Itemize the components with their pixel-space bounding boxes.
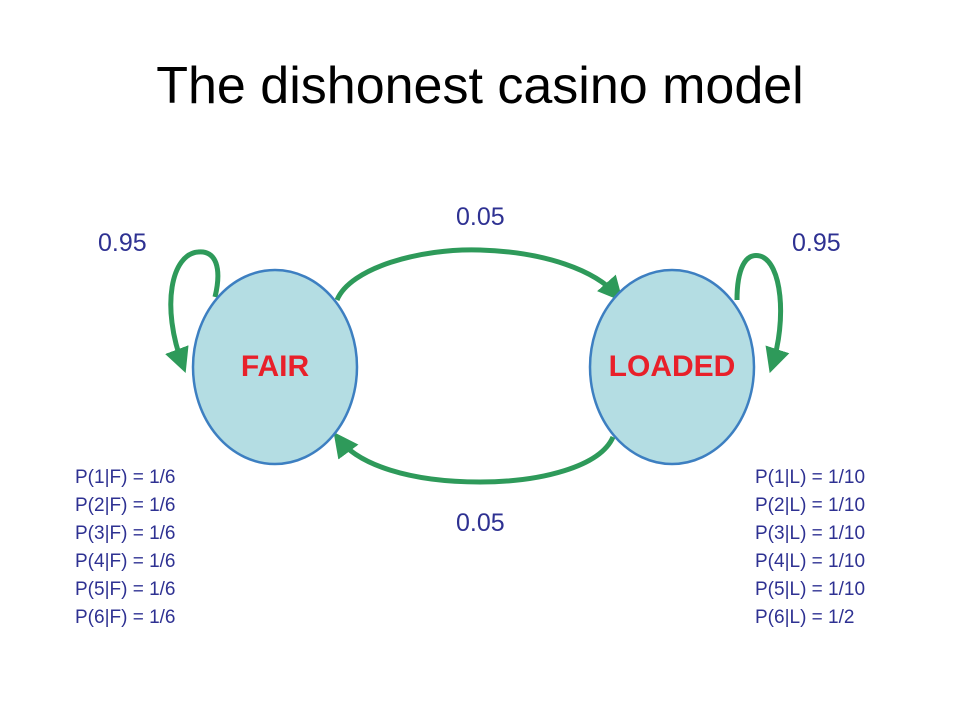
- fair-self-probability: 0.95: [98, 229, 147, 257]
- loaded-self-loop-arrow: [734, 252, 790, 374]
- loaded-to-fair-arrow: [333, 431, 616, 485]
- fair-state-circle: [191, 268, 359, 466]
- fair-emission-item: P(3|F) = 1/6: [75, 523, 176, 544]
- loaded-to-fair-probability: 0.05: [456, 509, 505, 537]
- fair-to-loaded-arrow: [334, 247, 623, 302]
- fair-emission-item: P(4|F) = 1/6: [75, 551, 176, 572]
- fair-emission-item: P(1|F) = 1/6: [75, 467, 176, 488]
- loaded-emission-item: P(5|L) = 1/10: [755, 579, 866, 600]
- loaded-emission-list: P(1|L) = 1/10 P(2|L) = 1/10 P(3|L) = 1/1…: [755, 464, 865, 632]
- loaded-self-probability: 0.95: [792, 229, 841, 257]
- slide-title: The dishonest casino model: [156, 57, 804, 115]
- loaded-emission-item: P(3|L) = 1/10: [755, 523, 866, 544]
- fair-emission-item: P(2|F) = 1/6: [75, 495, 176, 516]
- fair-emission-item: P(5|F) = 1/6: [75, 579, 176, 600]
- loaded-state-circle: [588, 268, 756, 466]
- fair-emission-item: P(6|F) = 1/6: [75, 607, 176, 628]
- fair-emission-list: P(1|F) = 1/6 P(2|F) = 1/6 P(3|F) = 1/6 P…: [75, 464, 176, 632]
- loaded-emission-item: P(1|L) = 1/10: [755, 467, 866, 488]
- fair-to-loaded-probability: 0.05: [456, 203, 505, 231]
- loaded-state-label: LOADED: [608, 350, 736, 383]
- fair-state-label: FAIR: [240, 350, 310, 383]
- loaded-emission-item: P(2|L) = 1/10: [755, 495, 866, 516]
- loaded-emission-item: P(6|L) = 1/2: [755, 607, 855, 628]
- fair-self-loop-arrow: [165, 249, 221, 374]
- loaded-emission-item: P(4|L) = 1/10: [755, 551, 866, 572]
